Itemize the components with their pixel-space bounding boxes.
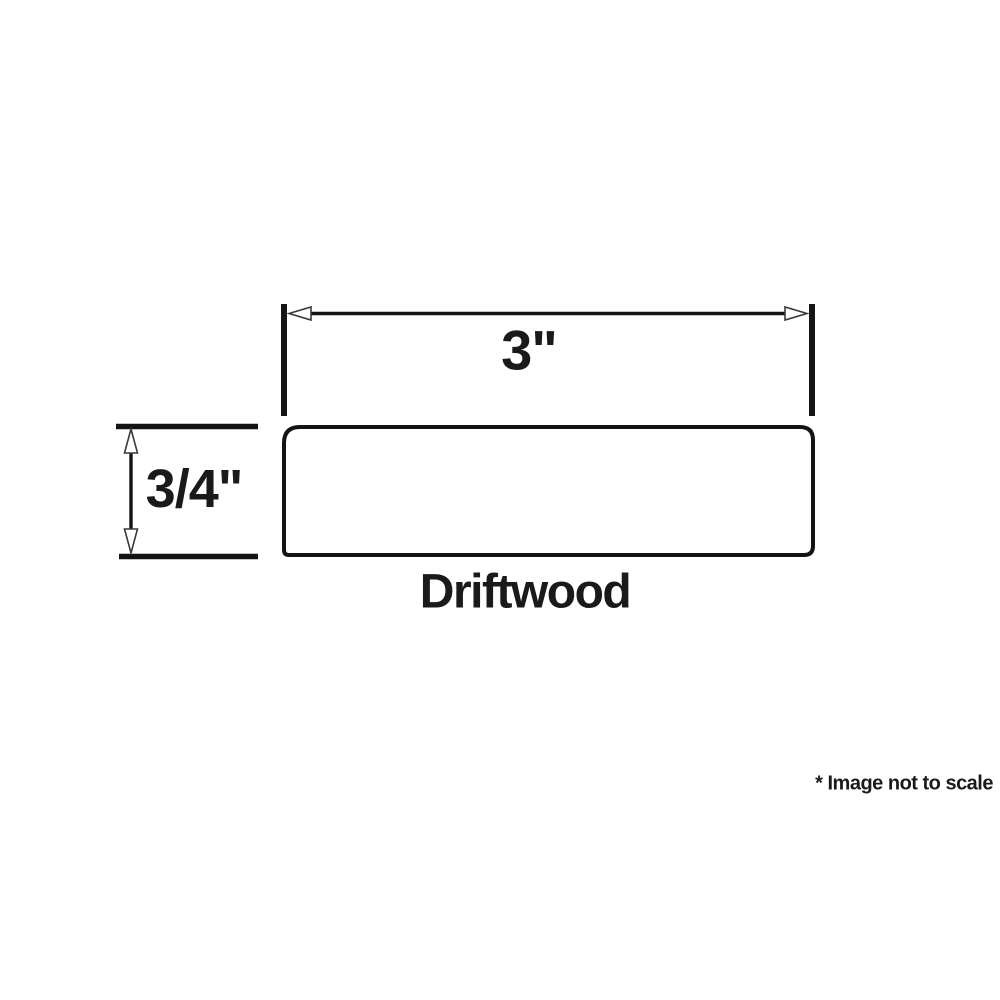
product-name-label: Driftwood [419, 565, 632, 619]
width-arrowhead-left [286, 305, 312, 322]
board-cross-section [282, 425, 815, 557]
height-arrowhead-top [123, 425, 139, 454]
width-dimension-label: 3" [501, 318, 558, 382]
height-dimension-label: 3/4" [145, 459, 244, 519]
width-arrowhead-right [784, 305, 810, 322]
height-arrowhead-bottom [123, 528, 139, 557]
not-to-scale-disclaimer: * Image not to scale [815, 772, 993, 795]
